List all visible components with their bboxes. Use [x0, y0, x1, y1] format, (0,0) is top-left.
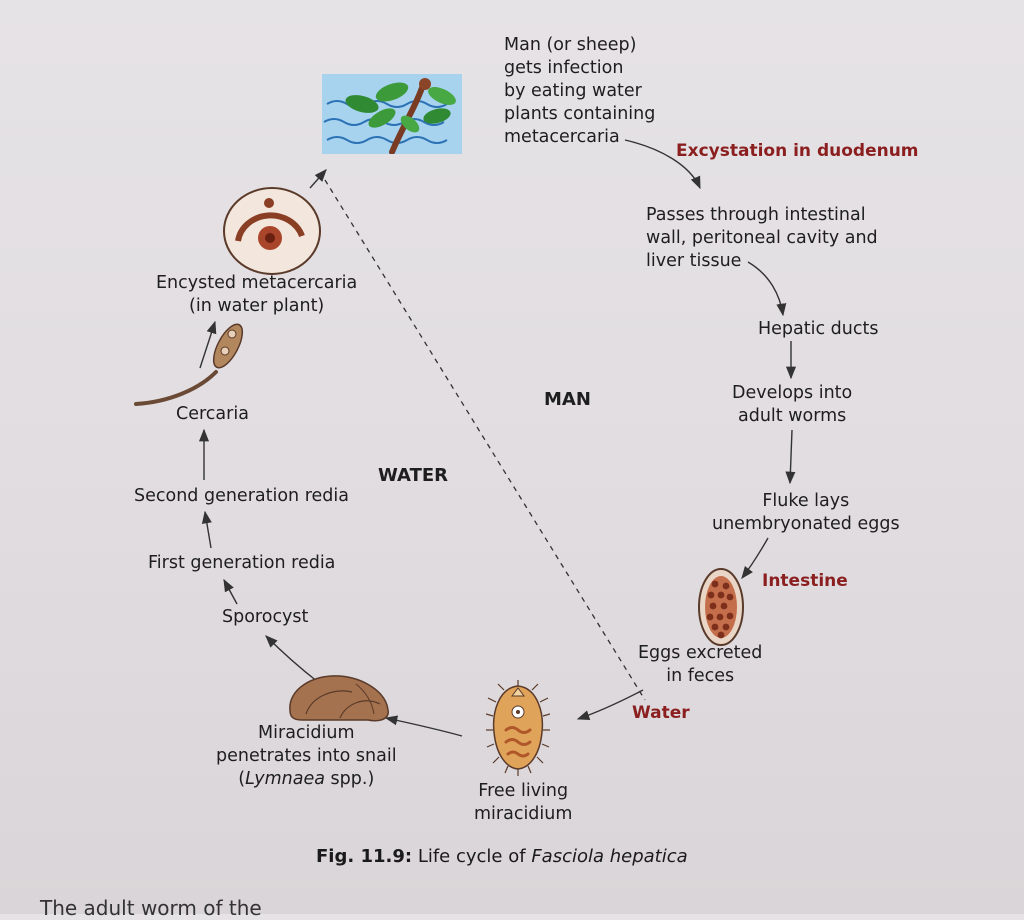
- arrow-snail-to-sporocyst: [265, 635, 319, 683]
- arrow-fluke-to-egg: [741, 537, 769, 579]
- arrow-sporocyst-to-first-redia: [223, 578, 238, 605]
- cercaria-illustration: [134, 323, 244, 406]
- location-water-label: Water: [632, 703, 690, 723]
- arrow-miracidium-to-snail: [384, 715, 463, 737]
- snail-illustration: [289, 675, 389, 722]
- stage-sporocyst-label: Sporocyst: [222, 607, 309, 627]
- stage-miracidium-label: Free living miracidium: [474, 781, 573, 824]
- man-water-boundary: [324, 179, 646, 701]
- stage-infection-label: Man (or sheep) gets infection by eating …: [504, 35, 656, 147]
- arrow-passes-to-hepatic: [747, 261, 787, 317]
- miracidium-illustration: [486, 680, 550, 776]
- arrow-metacercaria-to-plant: [309, 169, 327, 189]
- arrow-eggs-to-miracidium: [576, 689, 644, 721]
- stage-metacercaria-label: Encysted metacercaria (in water plant): [156, 273, 358, 316]
- stage-snail-label: Miracidium penetrates into snail (Lymnae…: [216, 723, 397, 789]
- location-excystation-label: Excystation in duodenum: [676, 141, 919, 161]
- stage-second-redia-label: Second generation redia: [134, 486, 349, 506]
- stage-develops-label: Develops into adult worms: [732, 383, 853, 426]
- stage-eggs-label: Eggs excreted in feces: [638, 643, 763, 686]
- arrow-cercaria-to-metacercaria: [199, 320, 217, 369]
- arrow-infection-to-passes: [624, 139, 701, 190]
- body-text-fragment: The adult worm of the: [40, 896, 262, 920]
- arrow-develops-to-fluke: [785, 429, 796, 485]
- location-intestine-label: Intestine: [762, 571, 848, 591]
- stage-passes-label: Passes through intestinal wall, peritone…: [646, 205, 878, 271]
- stage-first-redia-label: First generation redia: [148, 553, 336, 573]
- stage-cercaria-label: Cercaria: [176, 404, 249, 424]
- arrow-first-to-second-redia: [201, 510, 212, 549]
- snail-species: Lymnaea: [245, 769, 325, 789]
- metacercaria-cyst-illustration: [223, 187, 321, 275]
- stage-hepatic-label: Hepatic ducts: [758, 319, 879, 339]
- egg-illustration: [698, 568, 744, 646]
- stage-fluke-label: Fluke lays unembryonated eggs: [712, 491, 900, 534]
- water-plant-illustration: [322, 74, 462, 154]
- region-man-label: MAN: [544, 389, 591, 410]
- figure-caption: Fig. 11.9: Life cycle of Fasciola hepati…: [316, 846, 688, 867]
- region-water-label: WATER: [378, 465, 449, 486]
